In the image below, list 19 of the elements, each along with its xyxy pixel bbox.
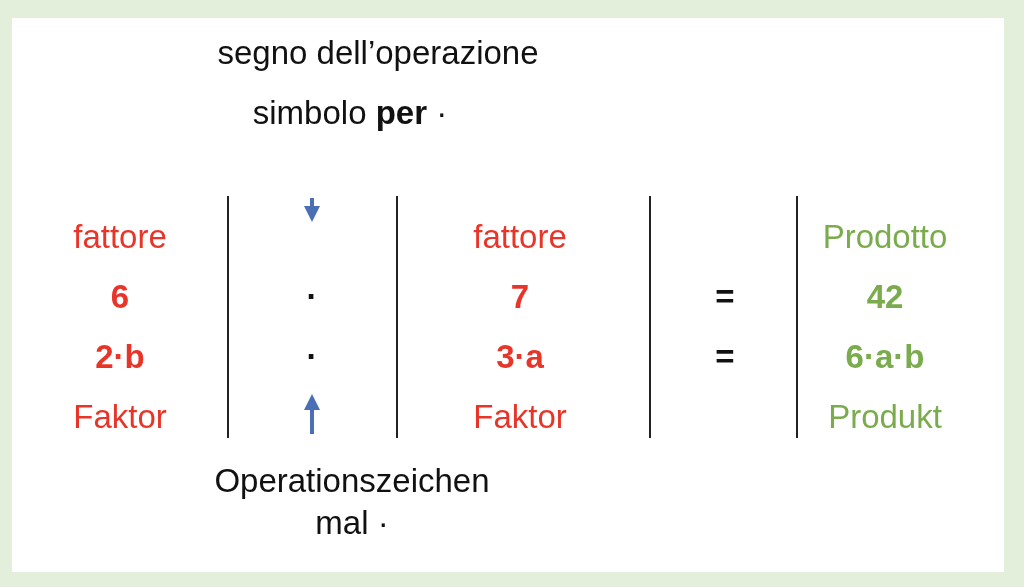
expression: 2·b — [95, 338, 145, 376]
caption-text: simbolo per · — [252, 94, 448, 132]
expression: 6·a·b — [845, 338, 925, 376]
header-text: fattore — [73, 218, 167, 256]
header-text: Prodotto — [822, 218, 948, 256]
caption-text: segno dell’operazione — [217, 34, 539, 72]
equals-sign: = — [715, 338, 735, 376]
number: 42 — [866, 278, 904, 316]
caption-text: Operationszeichen mal · — [213, 461, 491, 543]
header-text: Faktor — [473, 398, 567, 436]
header-text: Produkt — [828, 398, 942, 436]
equals-sign: = — [715, 278, 735, 316]
header-text: Faktor — [73, 398, 167, 436]
operator-sign: · — [306, 278, 318, 316]
number: 6 — [110, 278, 130, 316]
operator-sign: · — [306, 338, 318, 376]
number: 7 — [510, 278, 530, 316]
expression: 3·a — [496, 338, 544, 376]
header-text: fattore — [473, 218, 567, 256]
